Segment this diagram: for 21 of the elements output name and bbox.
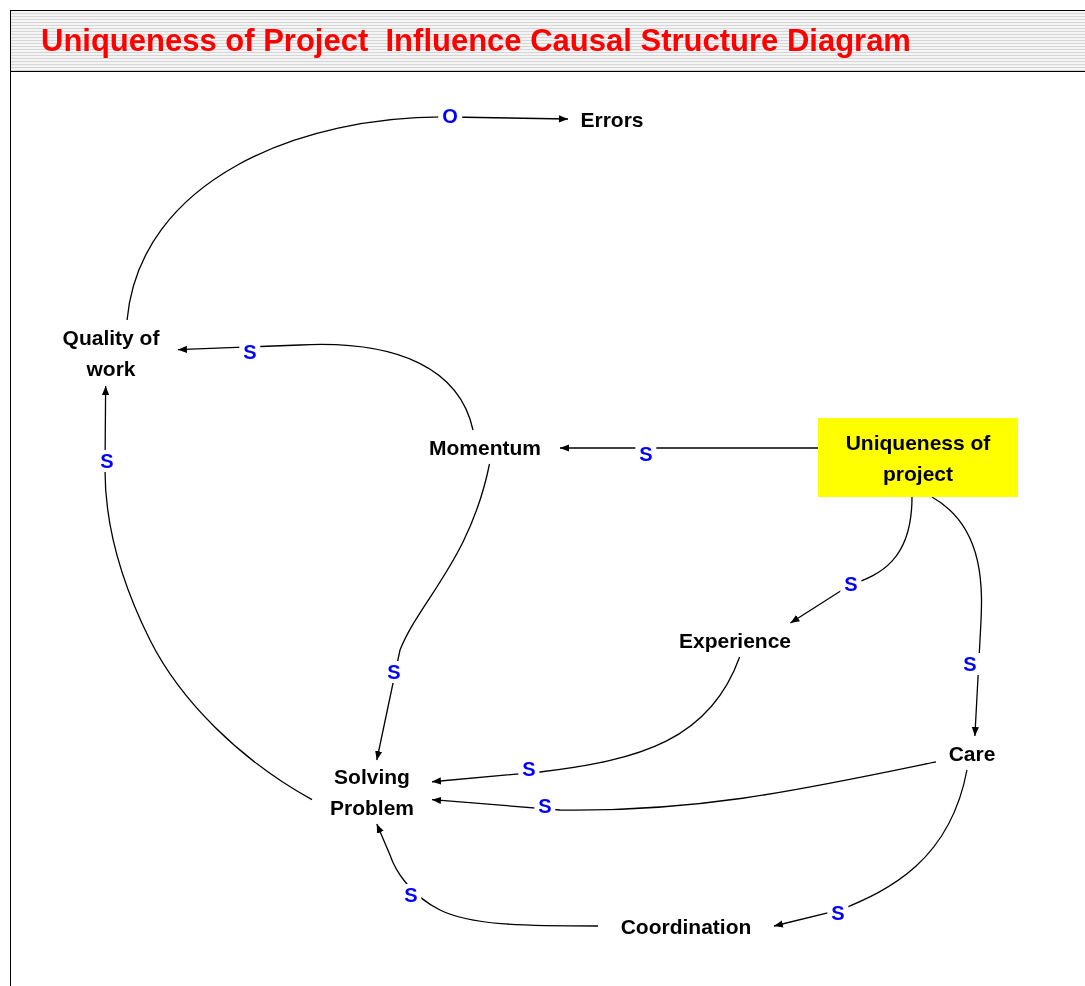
arrow <box>773 769 968 928</box>
node-text: Uniqueness of project <box>844 429 992 487</box>
arrow <box>101 385 313 801</box>
arrow <box>431 656 741 785</box>
arrow <box>431 761 937 811</box>
arrow <box>931 496 983 737</box>
arrow <box>126 115 569 321</box>
arrow <box>559 444 819 452</box>
node-text: Experience <box>678 627 792 654</box>
arrow <box>177 343 474 431</box>
node-text: Quality of work <box>61 325 161 382</box>
arrow <box>375 463 491 761</box>
arrow <box>376 823 599 927</box>
node-text: Momentum <box>429 434 541 461</box>
arrow <box>789 496 913 624</box>
node-text: Solving Problem <box>329 764 415 821</box>
node-text: Care <box>948 740 996 767</box>
node-text: Coordination <box>620 913 752 940</box>
diagram-title: Uniqueness of Project Influence Causal Structure Diagram <box>41 23 911 59</box>
highlighted-box <box>818 418 1018 497</box>
node-text: Errors <box>580 106 644 133</box>
